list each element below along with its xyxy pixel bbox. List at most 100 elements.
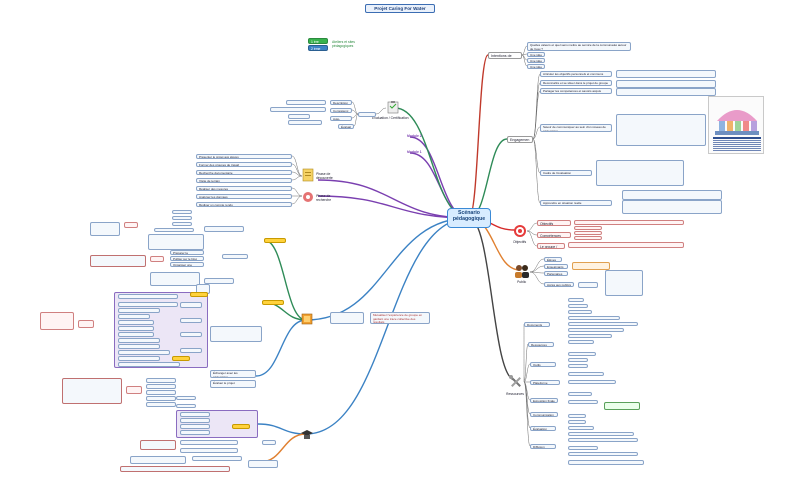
purple-tag[interactable]	[172, 356, 190, 361]
leaf-connector	[351, 113, 359, 119]
purple-item[interactable]	[118, 338, 160, 343]
purple-item[interactable]	[180, 424, 210, 429]
task-item[interactable]: Réaliser des mesures	[196, 186, 292, 191]
engagement-node[interactable]: Engagement	[507, 136, 533, 143]
infographic-image[interactable]	[708, 96, 764, 154]
ressources-item[interactable]: Exposition finale	[530, 398, 558, 403]
bottom-left	[146, 402, 176, 407]
engagement-item[interactable]: Cadre de l'évaluation	[540, 170, 592, 176]
engagement-detail	[596, 160, 684, 186]
ressources-leaf	[568, 322, 638, 326]
purple-tag[interactable]	[190, 292, 208, 297]
task-item[interactable]: Former des groupes de travail	[196, 162, 292, 167]
purple-item[interactable]	[118, 314, 150, 319]
ressources-item[interactable]: Évaluation	[530, 426, 556, 431]
intentions-item[interactable]: Une idée 2	[527, 58, 545, 63]
highlight-node[interactable]	[262, 300, 284, 305]
step-label[interactable]: Phase de recherche	[316, 194, 332, 202]
ressources-item[interactable]: Communication	[530, 412, 558, 417]
task-item[interactable]: Évaluer le projet	[210, 380, 256, 388]
evaluation-label[interactable]: Évaluation / Certification	[372, 116, 409, 120]
engagement-item[interactable]: Reconnaître et se situer dans le projet …	[540, 80, 612, 86]
task-item[interactable]: Visite de terrain	[196, 178, 292, 183]
public-detail	[572, 262, 610, 270]
public-label[interactable]: Public	[517, 280, 527, 284]
bottom-row	[248, 460, 278, 468]
connector-curve	[263, 239, 307, 321]
module-2-label[interactable]: Module 2	[407, 134, 422, 138]
evaluation-item[interactable]: Description de l'évaluation	[330, 100, 352, 105]
purple-side	[180, 332, 202, 337]
purple-tag[interactable]	[232, 424, 250, 429]
public-item[interactable]: Accès aux publics	[544, 282, 574, 287]
ressources-item[interactable]: Plateforme collaborative	[530, 380, 560, 385]
legend-note: Ateliers et sites pédagogiques	[332, 40, 355, 48]
engagement-item[interactable]: Apprendre en situation réelle	[540, 200, 612, 206]
connector-curve	[468, 138, 508, 219]
purple-item[interactable]	[118, 294, 178, 299]
evaluation-item[interactable]: Compétences évaluées	[330, 108, 352, 113]
purple-item[interactable]	[118, 308, 160, 313]
synthese-node[interactable]: Mutualiser l'expérience de groupe en gar…	[370, 312, 430, 324]
module-1-label[interactable]: Module 1	[407, 150, 422, 154]
evaluation-item[interactable]: Évaluation par les pairs	[338, 124, 354, 129]
public-item[interactable]: Partenaires	[544, 271, 568, 276]
evaluation-hub[interactable]	[358, 112, 376, 117]
step-label[interactable]: Phase de découverte	[316, 172, 333, 180]
ressources-item[interactable]: Diffusion	[530, 444, 556, 449]
intentions-item[interactable]: Une idée 3	[527, 64, 545, 69]
public-item[interactable]: Enseignants	[544, 264, 568, 269]
purple-item[interactable]	[118, 326, 154, 331]
public-item[interactable]: Élèves	[544, 257, 562, 262]
ressources-leaf	[568, 310, 592, 314]
central-topic[interactable]: Scénario pédagogique	[447, 208, 491, 228]
objectifs-detail	[574, 236, 602, 240]
objectifs-label[interactable]: Objectifs	[513, 240, 527, 244]
evaluation-item[interactable]: Auto-évaluation	[330, 116, 352, 121]
module-4-label[interactable]	[298, 442, 320, 447]
module-hub-label[interactable]	[296, 328, 318, 333]
purple-item[interactable]	[180, 412, 210, 417]
ressources-leaf	[568, 328, 624, 332]
mid-node[interactable]	[204, 226, 244, 232]
task-item[interactable]: Recherche documentaire	[196, 170, 292, 175]
evaluation-leaf	[286, 100, 326, 105]
purple-item[interactable]	[118, 350, 170, 355]
intentions-item[interactable]: Quelles valeurs et quel sens mettre au s…	[527, 42, 631, 51]
leaf-connector	[529, 258, 545, 273]
ressources-leaf	[568, 438, 638, 442]
purple-item[interactable]	[180, 418, 210, 423]
highlight-node[interactable]	[264, 238, 286, 243]
task-item[interactable]: Présenter le projet aux élèves	[196, 154, 292, 159]
task-item[interactable]: Échanger avec les partenaires	[210, 370, 256, 378]
intentions-node[interactable]: Intentions de groupe	[488, 52, 522, 59]
task-item[interactable]: Préparer la présentation	[170, 250, 204, 255]
purple-item[interactable]	[118, 302, 178, 307]
task-item[interactable]: Organiser une exposition	[170, 262, 204, 267]
intentions-item[interactable]: Une idée 1	[527, 52, 545, 57]
purple-item[interactable]	[180, 430, 210, 435]
ressources-item[interactable]: Documents	[524, 322, 550, 327]
task-item[interactable]: Rédiger un compte rendu	[196, 202, 292, 207]
engagement-item[interactable]: Partager les compétences et savoirs acqu…	[540, 88, 612, 94]
ressources-item[interactable]: Outils numériques	[530, 362, 556, 367]
purple-item[interactable]	[118, 344, 160, 349]
engagement-item[interactable]: Savoir de communiquer au sein d'un résea…	[540, 124, 612, 132]
purple-item[interactable]	[118, 320, 154, 325]
task-item[interactable]: Publier sur le blog	[170, 256, 204, 261]
ressources-item[interactable]: Ressources humaines	[528, 342, 554, 347]
map-title[interactable]: Projet Caring For Water	[365, 4, 435, 13]
ressources-leaf	[604, 402, 640, 410]
task-item[interactable]: Analyser les données	[196, 194, 292, 199]
synthese-desc	[330, 312, 364, 324]
objectifs-item[interactable]: Objectifs disciplinaires	[537, 220, 571, 226]
engagement-item[interactable]: Articuler les objectifs personnels et co…	[540, 71, 612, 77]
objectifs-item[interactable]: Compétences transversales	[537, 232, 571, 238]
bottom-row	[120, 466, 230, 472]
purple-item[interactable]	[118, 356, 160, 361]
purple-item[interactable]	[118, 332, 154, 337]
ressources-label[interactable]: Ressources	[506, 392, 524, 396]
objectifs-item[interactable]: Le groupe / l'équipe	[537, 243, 565, 249]
purple-item[interactable]	[118, 362, 180, 367]
